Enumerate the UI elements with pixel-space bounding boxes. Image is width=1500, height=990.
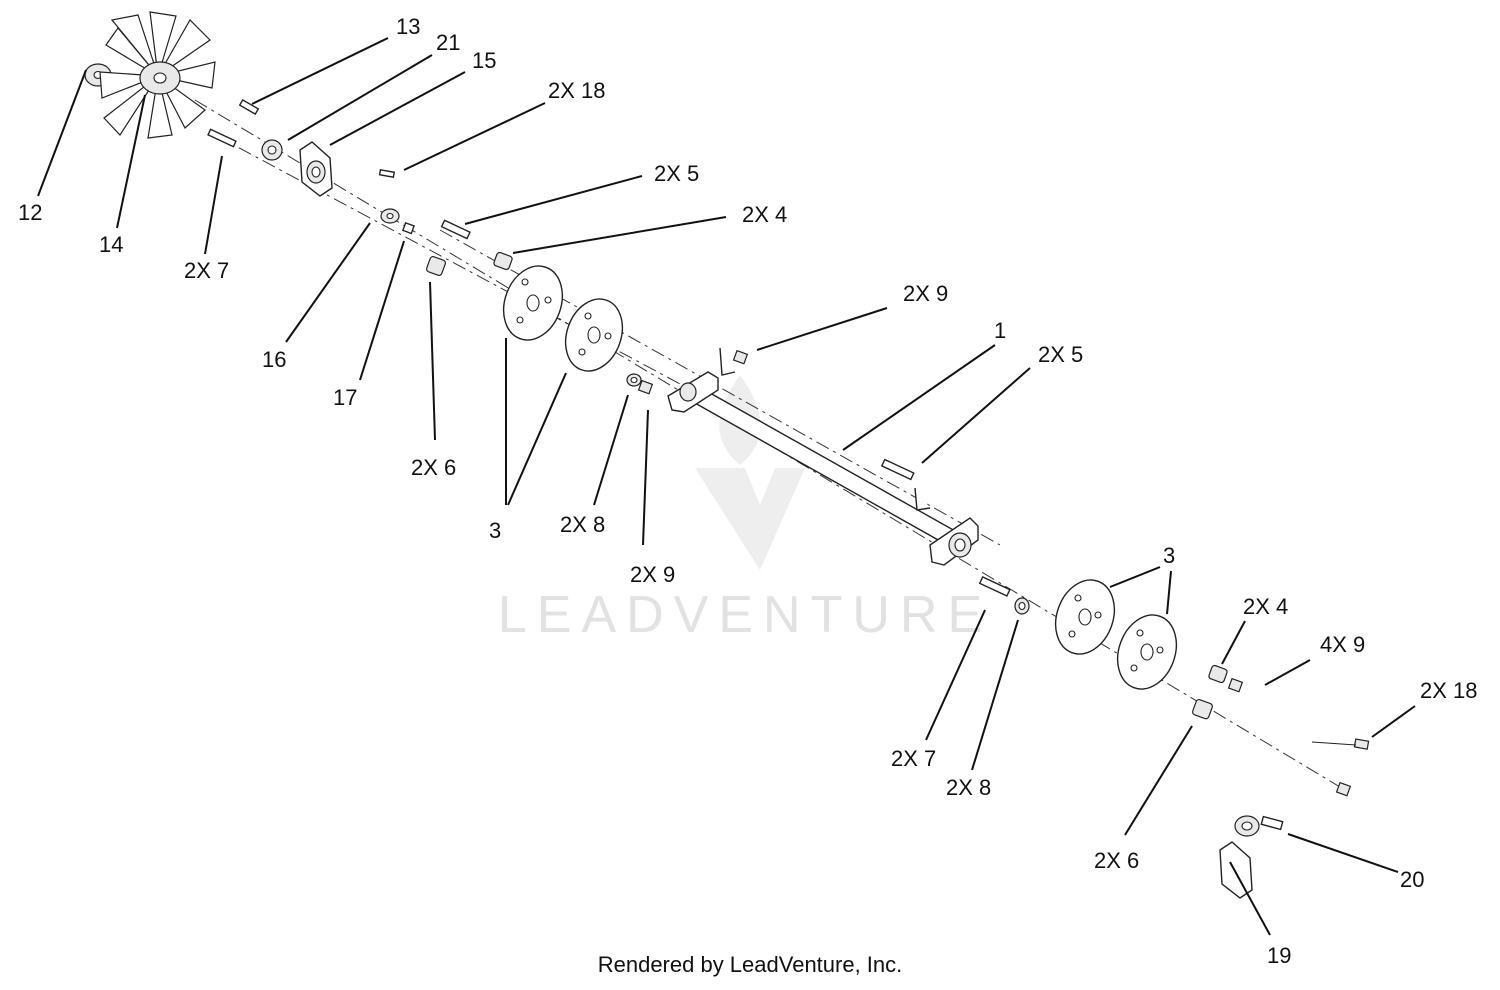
callout-2x18-left: 2X 18 (548, 78, 606, 103)
callout-2x8-right: 2X 8 (946, 775, 991, 800)
callout-17: 17 (333, 385, 357, 410)
leader-lines (37, 37, 1416, 936)
callout-16: 16 (262, 347, 286, 372)
watermark: LEADVENTURE (498, 375, 992, 644)
right-end-hardware (1219, 815, 1284, 899)
callout-3-left: 3 (489, 518, 501, 543)
main-shaft (667, 347, 979, 566)
callout-2x6-left: 2X 6 (411, 455, 456, 480)
callout-2x9-upper: 2X 9 (903, 281, 948, 306)
callout-2x7-left: 2X 7 (184, 258, 229, 283)
callout-21: 21 (436, 30, 460, 55)
callout-2x9-lower: 2X 9 (630, 562, 675, 587)
credit-text: Rendered by LeadVenture, Inc. (597, 952, 903, 977)
callout-1: 1 (994, 318, 1006, 343)
watermark-v-icon (695, 468, 805, 570)
callout-13: 13 (396, 14, 420, 39)
callout-2x8-left: 2X 8 (560, 512, 605, 537)
callout-14: 14 (99, 232, 123, 257)
callout-15: 15 (472, 48, 496, 73)
callout-12: 12 (18, 200, 42, 225)
callout-3-right: 3 (1163, 543, 1175, 568)
callout-2x7-right: 2X 7 (891, 746, 936, 771)
callout-20: 20 (1400, 867, 1424, 892)
fan-assembly (84, 11, 216, 139)
callout-2x5-right: 2X 5 (1038, 342, 1083, 367)
callout-2x5-left: 2X 5 (654, 161, 699, 186)
callout-2x18-right: 2X 18 (1420, 678, 1478, 703)
callout-2x4-right: 2X 4 (1243, 594, 1288, 619)
coupling-group-right (978, 576, 1370, 797)
callout-labels: 13 21 15 2X 18 12 14 2X 7 2X 5 2X 4 16 1… (18, 14, 1478, 968)
callout-2x6-right: 2X 6 (1094, 848, 1139, 873)
callout-2x4-left: 2X 4 (742, 202, 787, 227)
callout-4x9: 4X 9 (1320, 632, 1365, 657)
callout-19: 19 (1267, 943, 1291, 968)
coupling-group-left (425, 219, 749, 395)
left-hardware (207, 98, 415, 235)
watermark-text: LEADVENTURE (498, 586, 992, 644)
